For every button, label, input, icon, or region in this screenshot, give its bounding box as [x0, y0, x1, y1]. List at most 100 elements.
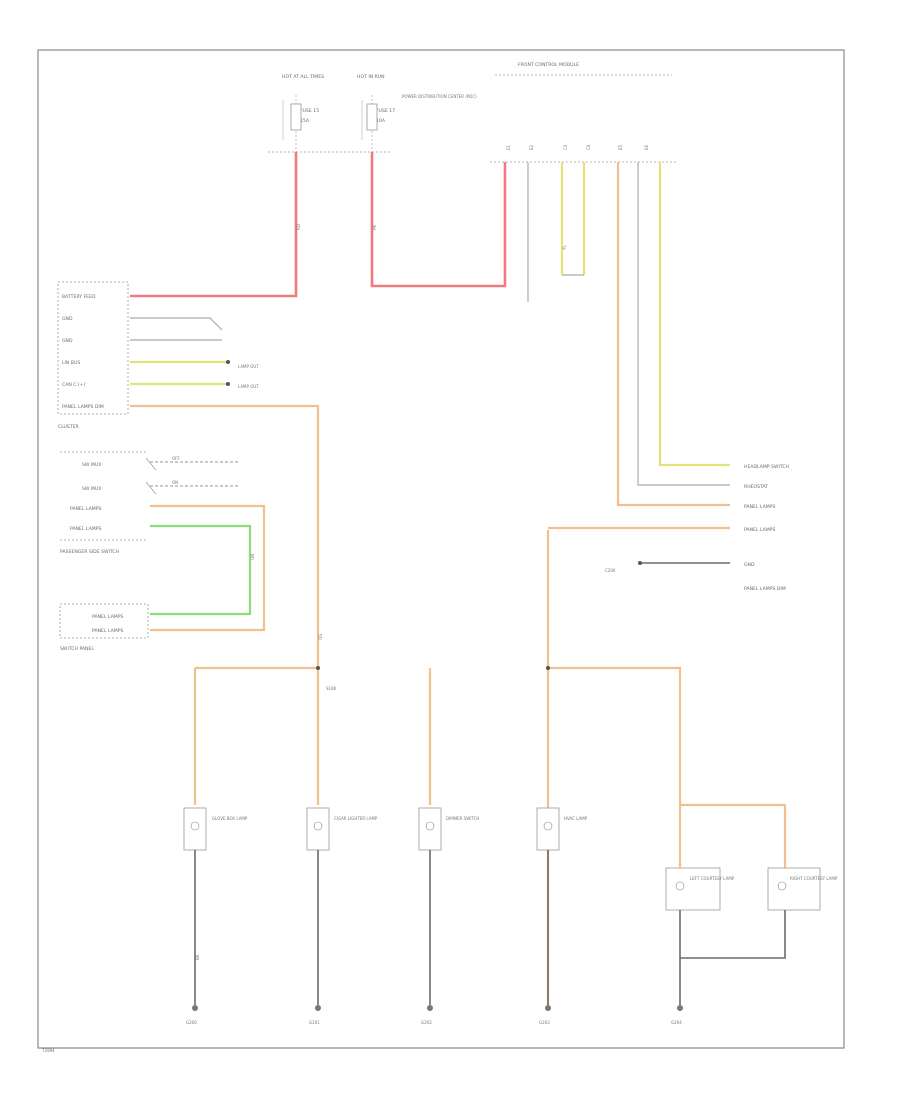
lamp-6: RIGHT COURTESY LAMP — [767, 867, 838, 911]
fuse-b-name: FUSE 17 — [376, 108, 395, 114]
ground-icon — [545, 1005, 551, 1011]
fuse-a-rating: 15A — [300, 118, 310, 124]
fuse-block: HOT AT ALL TIMES FUSE 15 15A HOT IN RUN … — [268, 74, 477, 153]
cluster-name: CLUSTER — [58, 424, 80, 430]
cluster-side-label-1: LAMP OUT — [238, 364, 259, 369]
cluster-pin-4: LIN BUS — [62, 360, 80, 366]
panel-name: SWITCH PANEL — [60, 646, 94, 652]
panel-pin-2: PANEL LAMPS — [92, 628, 124, 634]
bulb-icon — [190, 821, 200, 831]
switch-pin-3: PANEL LAMPS — [70, 506, 102, 512]
wire-dist-lamp-6 — [680, 803, 787, 868]
fuse-a-icon — [290, 103, 302, 131]
wire-code-4: BK — [195, 954, 200, 960]
right-label-4: PANEL LAMPS — [744, 527, 776, 533]
fuse-b-icon — [366, 103, 378, 131]
lamp-1: GLOVE BOX LAMP — [183, 807, 248, 851]
switch-side-label-on: ON — [172, 480, 178, 485]
switch-panel: PANEL LAMPS PANEL LAMPS SWITCH PANEL — [59, 603, 149, 652]
cluster-side-label-2: LAMP OUT — [238, 384, 259, 389]
ground-label-4: G203 — [539, 1020, 550, 1025]
lamp-1-name: GLOVE BOX LAMP — [212, 816, 248, 821]
switch-pin-4: PANEL LAMPS — [70, 526, 102, 532]
wire-dist-left — [195, 666, 320, 805]
cluster-pin-5: CAN C (+) — [62, 382, 86, 388]
ground-icon — [192, 1005, 198, 1011]
panel-pin-1: PANEL LAMPS — [92, 614, 124, 620]
bulb-icon — [313, 821, 323, 831]
wire-gnd-6 — [680, 910, 786, 959]
right-label-5: GND — [744, 562, 755, 568]
switch-pin-2: SW MUX — [82, 486, 101, 492]
ground-points: G200 G201 G202 G203 G204 — [186, 1005, 683, 1025]
ecm-pin-4: C4 — [586, 144, 591, 150]
wire-right-gry — [637, 162, 730, 486]
wire-cluster-gnd-1 — [130, 317, 223, 331]
ground-label-1: G200 — [186, 1020, 197, 1025]
cluster-term-1 — [226, 360, 230, 364]
cluster-pin-2: GND — [62, 316, 73, 322]
wire-code-6: GN — [250, 554, 255, 560]
right-label-3: PANEL LAMPS — [744, 504, 776, 510]
fuse-b-header: HOT IN RUN — [357, 74, 385, 80]
ecm-pin-3: C3 — [563, 144, 568, 150]
wire-red-fuse-a — [130, 152, 298, 298]
ground-label-2: G201 — [309, 1020, 320, 1025]
cluster-box — [57, 281, 129, 415]
wire-cluster-dim — [130, 404, 320, 668]
lamp-3-name: DIMMER SWITCH — [446, 816, 479, 821]
ground-icon — [315, 1005, 321, 1011]
ground-label-3: G202 — [421, 1020, 432, 1025]
right-label-6: PANEL LAMPS DIM — [744, 586, 786, 592]
bulb-icon — [543, 821, 553, 831]
lamp-4: HVAC LAMP — [536, 807, 588, 851]
right-label-2: RHEOSTAT — [744, 484, 768, 490]
lamp-5: LEFT COURTESY LAMP — [665, 867, 735, 911]
wire-code-5: YL — [562, 245, 567, 251]
wire-code-2: PK — [372, 225, 377, 230]
cluster-pin-3: GND — [62, 338, 73, 344]
wire-code-1: RD — [296, 224, 301, 230]
wire-right-org-1 — [616, 162, 730, 507]
switch-name: PASSENGER SIDE SWITCH — [60, 549, 119, 555]
ecm-pin-2: E2 — [529, 144, 534, 150]
switch-module: SW MUX SW MUX PANEL LAMPS PANEL LAMPS PA… — [60, 451, 157, 555]
wire-red-fuse-b — [370, 152, 507, 288]
wire-right-yel — [658, 162, 730, 467]
fuse-a-header: HOT AT ALL TIMES — [282, 74, 324, 80]
bulb-icon — [675, 881, 685, 891]
figure-id: 72894 — [42, 1048, 55, 1053]
lamp-4-name: HVAC LAMP — [564, 816, 588, 821]
wire-code-3: OG — [318, 634, 323, 640]
ecm-pin-6: E6 — [644, 144, 649, 150]
lamp-2: CIGAR LIGHTER LAMP — [306, 807, 378, 851]
right-label-1: HEADLAMP SWITCH — [744, 464, 789, 470]
ecm-pin-1: E1 — [506, 144, 511, 150]
connector-note: C200 — [605, 568, 616, 573]
diagram-frame — [37, 49, 845, 1049]
bulb-icon — [425, 821, 435, 831]
switch-panel-box — [59, 603, 149, 639]
lamp-2-name: CIGAR LIGHTER LAMP — [334, 816, 378, 821]
switch-side-label-off: OFF — [172, 456, 180, 461]
switch-pin-1: SW MUX — [82, 462, 101, 468]
cluster-pin-1: BATTERY FEED — [62, 294, 96, 300]
fuse-a-name: FUSE 15 — [300, 108, 319, 114]
fuse-b-side-note: POWER DISTRIBUTION CENTER (PDC) — [402, 94, 477, 99]
lamp-5-name: LEFT COURTESY LAMP — [690, 876, 735, 881]
cluster-module: BATTERY FEED GND GND LIN BUS CAN C (+) P… — [57, 281, 129, 430]
ecm-pin-5: E5 — [618, 144, 623, 150]
ground-icon — [427, 1005, 433, 1011]
fuse-b-rating: 10A — [376, 118, 386, 124]
lamp-6-name: RIGHT COURTESY LAMP — [790, 876, 838, 881]
ecm-header: FRONT CONTROL MODULE — [518, 62, 579, 68]
wire-dist-right — [548, 666, 682, 805]
lamp-3: DIMMER SWITCH — [418, 807, 479, 851]
splice-note: S180 — [326, 686, 337, 691]
ground-label-5: G204 — [671, 1020, 682, 1025]
bulb-icon — [777, 881, 787, 891]
ground-icon — [677, 1005, 683, 1011]
ecm-connector: FRONT CONTROL MODULE E1 E2 C3 C4 E5 E6 — [490, 62, 678, 163]
cluster-term-2 — [226, 382, 230, 386]
